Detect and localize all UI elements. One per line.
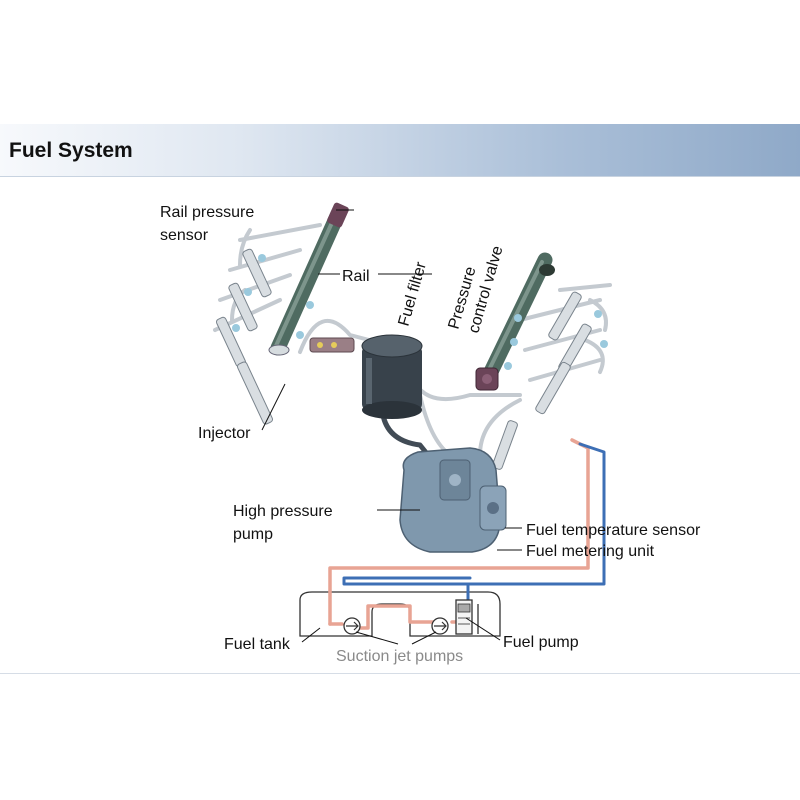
- rail-left: [268, 206, 346, 356]
- label-fuel-temperature-sensor: Fuel temperature sensor: [526, 522, 701, 539]
- label-rail-pressure-sensor-2: sensor: [160, 227, 209, 244]
- label-high-pressure-pump-1: High pressure: [233, 503, 333, 520]
- label-fuel-metering-unit: Fuel metering unit: [526, 543, 655, 560]
- page-title: Fuel System: [9, 139, 133, 162]
- injectors-left: [215, 248, 273, 425]
- injectors-right: [492, 291, 592, 470]
- footer-divider: [0, 673, 800, 674]
- label-fuel-pump: Fuel pump: [503, 634, 579, 651]
- suction-jet-pump-right: [431, 617, 449, 635]
- fuel-filter: [361, 334, 423, 419]
- label-fuel-filter: Fuel filter: [396, 260, 431, 329]
- label-fuel-tank: Fuel tank: [224, 636, 291, 653]
- high-pressure-pump: [399, 447, 507, 553]
- label-rail-pressure-sensor-1: Rail pressure: [160, 204, 254, 221]
- supply-line: [342, 442, 606, 606]
- label-injector: Injector: [198, 425, 251, 442]
- label-high-pressure-pump-2: pump: [233, 526, 273, 543]
- injector-tips-right: [504, 310, 608, 370]
- pressure-control-valve: [475, 367, 499, 391]
- injector-tips-left: [232, 254, 314, 339]
- label-suction-jet-pumps: Suction jet pumps: [336, 648, 463, 665]
- suction-jet-pump-left: [343, 617, 361, 635]
- connector-block: [309, 337, 355, 353]
- title-bar: [0, 124, 800, 177]
- fuel-pump: [455, 599, 479, 635]
- rail-pressure-sensor: [327, 202, 349, 228]
- leader-lines: [261, 209, 522, 645]
- label-rail: Rail: [342, 268, 370, 285]
